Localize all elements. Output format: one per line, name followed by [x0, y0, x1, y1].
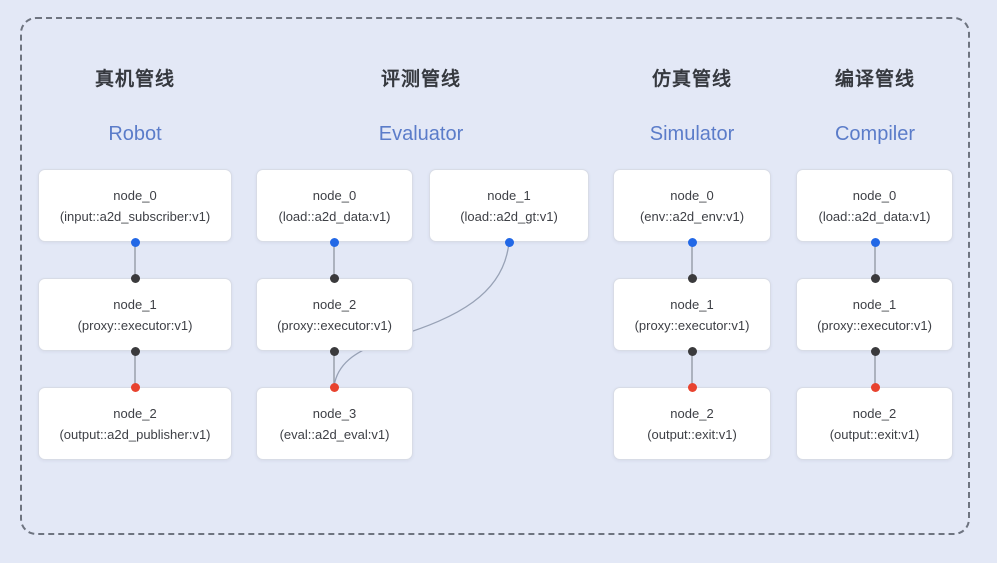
node-name: node_0: [670, 187, 714, 203]
pipeline-title-robot-zh: 真机管线: [94, 69, 175, 90]
port-input-icon: [687, 273, 697, 283]
port-input-icon: [329, 273, 339, 283]
node-type: (output::exit:v1): [647, 426, 737, 442]
port-terminal-icon: [870, 382, 880, 392]
port-output-icon: [329, 237, 339, 247]
node-type: (load::a2d_data:v1): [278, 208, 391, 224]
port-input-icon: [870, 273, 880, 283]
pipeline-title-robot-en: Robot: [108, 123, 162, 145]
node-card-evaluator-node0: node_0 (load::a2d_data:v1): [256, 169, 413, 242]
node-name: node_2: [113, 405, 157, 421]
node-name: node_0: [113, 187, 157, 203]
pipeline-title-compiler-en: Compiler: [834, 123, 916, 145]
node-name: node_2: [312, 296, 357, 312]
node-type: (output::exit:v1): [829, 426, 920, 442]
node-card-evaluator-node3: node_3 (eval::a2d_eval:v1): [256, 387, 413, 460]
port-output-icon: [870, 346, 880, 356]
pipeline-title-evaluator-zh: 评测管线: [380, 69, 461, 90]
port-output-icon: [130, 346, 140, 356]
port-output-icon: [687, 237, 697, 247]
node-name: node_2: [852, 405, 897, 421]
node-name: node_2: [670, 405, 714, 421]
node-card-evaluator-node2: node_2 (proxy::executor:v1): [256, 278, 413, 351]
node-type: (output::a2d_publisher:v1): [59, 426, 211, 442]
node-card-compiler-node2: node_2 (output::exit:v1): [796, 387, 953, 460]
port-output-icon: [329, 346, 339, 356]
node-name: node_1: [670, 296, 714, 312]
node-name: node_1: [852, 296, 897, 312]
node-card-robot-node0: node_0 (input::a2d_subscriber:v1): [38, 169, 232, 242]
node-type: (proxy::executor:v1): [277, 317, 392, 333]
node-card-simulator-node1: node_1 (proxy::executor:v1): [613, 278, 771, 351]
node-type: (proxy::executor:v1): [817, 317, 932, 333]
node-card-robot-node1: node_1 (proxy::executor:v1): [38, 278, 232, 351]
node-card-simulator-node0: node_0 (env::a2d_env:v1): [613, 169, 771, 242]
node-type: (proxy::executor:v1): [634, 317, 750, 333]
node-card-compiler-node0: node_0 (load::a2d_data:v1): [796, 169, 953, 242]
node-type: (env::a2d_env:v1): [639, 208, 745, 224]
node-name: node_1: [113, 296, 157, 312]
node-card-evaluator-node1: node_1 (load::a2d_gt:v1): [429, 169, 589, 242]
node-card-compiler-node1: node_1 (proxy::executor:v1): [796, 278, 953, 351]
node-name: node_0: [312, 187, 357, 203]
pipeline-title-simulator-zh: 仿真管线: [651, 69, 732, 90]
node-name: node_0: [852, 187, 897, 203]
dashed-boundary: [20, 17, 970, 535]
port-terminal-icon: [687, 382, 697, 392]
node-type: (input::a2d_subscriber:v1): [59, 208, 211, 224]
node-name: node_3: [312, 405, 357, 421]
port-output-icon: [130, 237, 140, 247]
node-card-robot-node2: node_2 (output::a2d_publisher:v1): [38, 387, 232, 460]
node-type: (eval::a2d_eval:v1): [279, 426, 390, 442]
pipeline-title-evaluator-en: Evaluator: [378, 123, 464, 145]
node-name: node_1: [487, 187, 531, 203]
node-type: (load::a2d_data:v1): [818, 208, 931, 224]
port-output-icon: [870, 237, 880, 247]
node-type: (load::a2d_gt:v1): [460, 208, 558, 224]
port-output-icon: [687, 346, 697, 356]
pipeline-title-compiler-zh: 编译管线: [834, 69, 915, 90]
node-type: (proxy::executor:v1): [77, 317, 193, 333]
port-output-icon: [504, 237, 514, 247]
port-terminal-icon: [130, 382, 140, 392]
port-input-icon: [130, 273, 140, 283]
pipeline-title-simulator-en: Simulator: [649, 123, 735, 145]
node-card-simulator-node2: node_2 (output::exit:v1): [613, 387, 771, 460]
port-terminal-icon: [329, 382, 339, 392]
